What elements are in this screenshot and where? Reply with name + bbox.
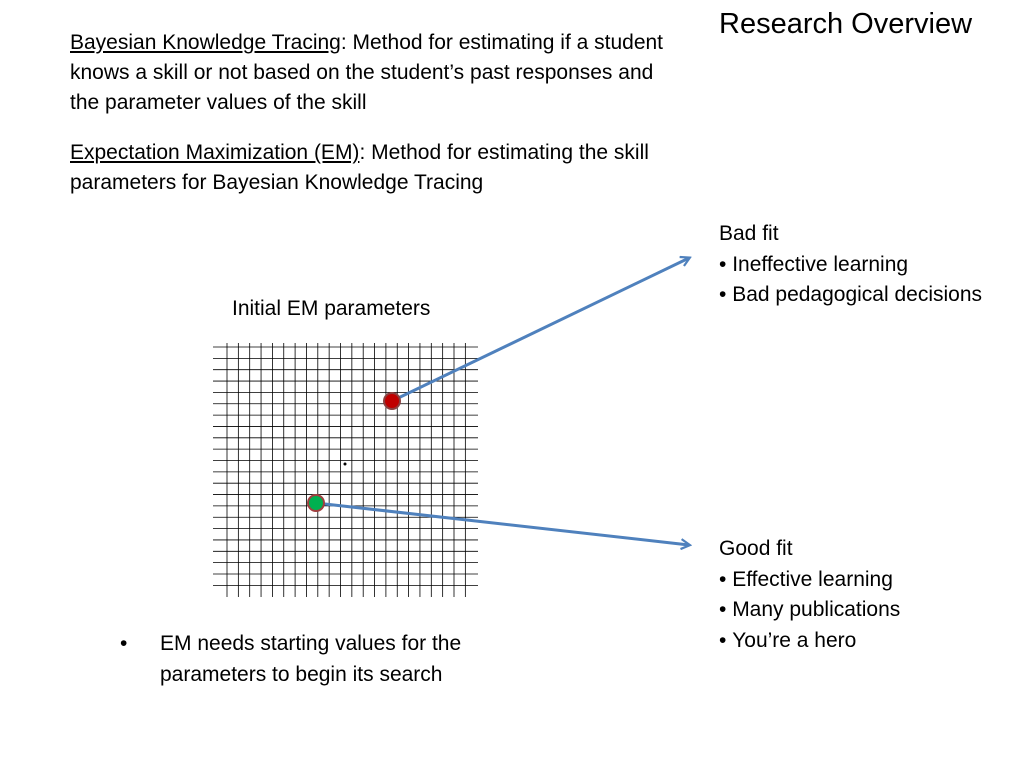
definition-term: Bayesian Knowledge Tracing (70, 31, 341, 54)
note-text: EM needs starting values for the paramet… (160, 632, 462, 686)
good-fit-box: Good fit Effective learning Many publica… (719, 534, 900, 656)
definition-text: : Method for estimating if a student kno… (70, 31, 664, 114)
definition-text: : Method for estimating the skill parame… (70, 141, 649, 194)
slide-title: Research Overview (719, 8, 973, 40)
definition-bkt: Bayesian Knowledge Tracing: Method for e… (70, 28, 670, 118)
bad-fit-heading: Bad fit (719, 222, 779, 245)
definition-em: Expectation Maximization (EM): Method fo… (70, 138, 670, 198)
grid-label: Initial EM parameters (232, 297, 431, 320)
bad-fit-item: Ineffective learning (719, 250, 982, 281)
good-fit-item: Many publications (719, 595, 900, 626)
arrow-to-bad-fit (391, 258, 689, 403)
arrow-to-good-fit (315, 501, 689, 545)
good-fit-item: You’re a hero (719, 626, 900, 657)
good-fit-item: Effective learning (719, 565, 900, 596)
bad-start-point (383, 392, 401, 410)
parameter-grid (213, 343, 478, 597)
definition-term: Expectation Maximization (EM) (70, 141, 360, 164)
grid-center-dot (343, 462, 347, 466)
good-fit-heading: Good fit (719, 537, 793, 560)
note-bullet: • (120, 632, 128, 655)
bad-fit-box: Bad fit Ineffective learning Bad pedagog… (719, 219, 982, 311)
good-start-point (307, 494, 325, 512)
bad-fit-item: Bad pedagogical decisions (719, 280, 982, 311)
